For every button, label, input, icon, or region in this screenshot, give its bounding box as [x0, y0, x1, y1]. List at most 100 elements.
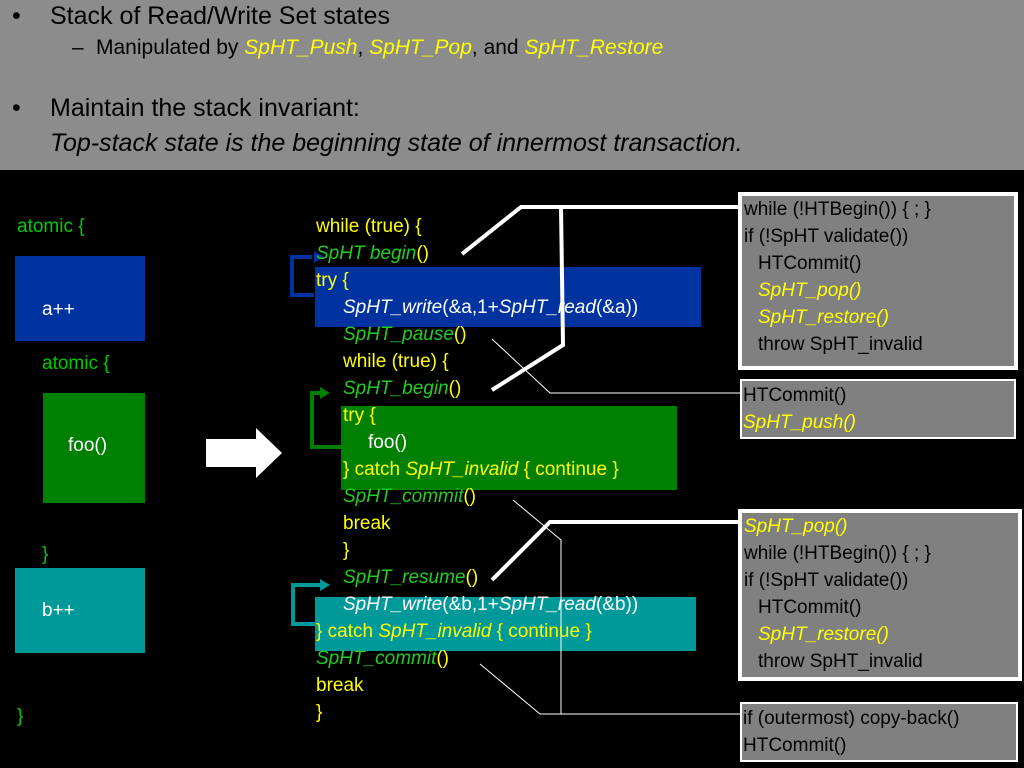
code-l5: SpHT_pause() — [343, 321, 467, 348]
bullet1-text: Stack of Read/Write Set states — [50, 2, 390, 30]
code-while2: while (true) { — [343, 351, 449, 372]
code-l19: } — [316, 699, 322, 726]
box-line: SpHT_restore() — [758, 624, 889, 645]
box-begin: while (!HTBegin()) { ; } if (!SpHT valid… — [738, 192, 1018, 370]
code-close-outer: } — [316, 702, 323, 723]
code-foo: foo() — [368, 432, 408, 453]
code-l10: } catch SpHT_invalid { continue } — [343, 456, 619, 483]
code-break-outer: break — [316, 675, 364, 696]
highlight-blue — [315, 267, 701, 327]
code-invalid-outer: SpHT_invalid — [378, 621, 492, 642]
code-catch: } catch — [343, 459, 406, 480]
code-continue-outer: { continue } — [491, 621, 592, 642]
code-parens: () — [416, 243, 429, 264]
atomic-inner: atomic { — [42, 353, 110, 374]
bullet-glyph-2: • — [12, 94, 21, 122]
foo-call: foo() — [68, 435, 108, 456]
b-inc: b++ — [42, 600, 75, 621]
code-args2: (&a)) — [595, 297, 639, 318]
code-l6: while (true) { — [343, 348, 449, 375]
code-commit: SpHT_commit — [343, 486, 464, 507]
sub-comma: , — [357, 36, 370, 59]
box-line: while (!HTBegin()) { ; } — [744, 543, 931, 564]
code-read: SpHT_read — [498, 297, 596, 318]
sub-pop: SpHT_Pop — [369, 36, 472, 59]
box-line: if (!SpHT validate()) — [744, 570, 909, 591]
box-line: if (outermost) copy-back() — [743, 708, 960, 729]
code-l9: foo() — [368, 429, 407, 456]
code-parens: () — [448, 378, 462, 399]
box-line: HTCommit() — [743, 735, 847, 756]
code-args: (&a,1+ — [442, 297, 499, 318]
box-commit: if (outermost) copy-back() HTCommit() — [740, 702, 1018, 762]
code-try: try { — [316, 270, 349, 291]
dash-glyph: – — [72, 36, 84, 59]
code-parens: () — [436, 648, 450, 669]
block-a — [15, 256, 145, 341]
code-invalid: SpHT_invalid — [405, 459, 519, 480]
code-l11: SpHT_commit() — [343, 483, 476, 510]
sub-restore: SpHT_Restore — [524, 36, 664, 59]
code-l18: break — [316, 672, 364, 699]
code-l8: try { — [343, 402, 376, 429]
sub-prefix: Manipulated by — [96, 36, 245, 59]
code-write: SpHT_write — [343, 297, 443, 318]
header-banner: • Stack of Read/Write Set states – Manip… — [0, 0, 1024, 170]
code-parens: () — [453, 324, 467, 345]
box-line: throw SpHT_invalid — [758, 334, 923, 355]
code-l15: SpHT_write(&b,1+SpHT_read(&b)) — [343, 591, 638, 618]
code-commit-outer: SpHT_commit — [316, 648, 437, 669]
highlight-green — [341, 406, 677, 490]
code-close: } — [343, 540, 350, 561]
box-line: SpHT_pop() — [744, 516, 848, 537]
code-args-b: (&b,1+ — [442, 594, 499, 615]
box-line: SpHT_pop() — [758, 280, 862, 301]
box-line: throw SpHT_invalid — [758, 651, 923, 672]
code-begin2: SpHT_begin — [343, 378, 449, 399]
box-line: SpHT_push() — [743, 412, 856, 433]
box-line: SpHT_restore() — [758, 307, 889, 328]
box-line: HTCommit() — [758, 253, 862, 274]
code-sphtbegin: SpHT begin — [316, 243, 417, 264]
code-l17: SpHT_commit() — [316, 645, 449, 672]
bullet2-italic: Top-stack state is the beginning state o… — [50, 129, 743, 157]
code-l12: break — [343, 510, 391, 537]
box-resume: SpHT_pop() while (!HTBegin()) { ; } if (… — [738, 509, 1022, 681]
sub-push: SpHT_Push — [244, 36, 358, 59]
code-l7: SpHT_begin() — [343, 375, 461, 402]
block-b — [15, 568, 145, 653]
code-break: break — [343, 513, 391, 534]
bullet-glyph: • — [12, 2, 21, 30]
outer-close: } — [17, 706, 24, 727]
code-l3: try { — [316, 267, 349, 294]
bullet1-subline: Manipulated by SpHT_Push, SpHT_Pop, and … — [96, 36, 663, 60]
box-line: if (!SpHT validate()) — [744, 226, 909, 247]
highlight-teal — [315, 597, 696, 651]
code-l14: SpHT_resume() — [343, 564, 478, 591]
code-continue: { continue } — [518, 459, 619, 480]
code-l4: SpHT_write(&a,1+SpHT_read(&a)) — [343, 294, 638, 321]
box-pause: HTCommit() SpHT_push() — [740, 379, 1016, 439]
code-l16: } catch SpHT_invalid { continue } — [316, 618, 592, 645]
bullet2-text: Maintain the stack invariant: — [50, 94, 360, 122]
code-while: while (true) { — [316, 216, 422, 237]
code-read-b: SpHT_read — [498, 594, 596, 615]
code-resume: SpHT_resume — [343, 567, 466, 588]
code-parens: () — [463, 486, 477, 507]
box-line: HTCommit() — [743, 385, 847, 406]
code-l13: } — [343, 537, 349, 564]
code-catch-outer: } catch — [316, 621, 379, 642]
box-line: HTCommit() — [758, 597, 862, 618]
inner-close: } — [42, 544, 49, 565]
code-write-b: SpHT_write — [343, 594, 443, 615]
code-pause: SpHT_pause — [343, 324, 454, 345]
atomic-outer: atomic { — [17, 216, 85, 237]
a-inc: a++ — [42, 299, 75, 320]
sub-and: , and — [471, 36, 525, 59]
transform-arrow-icon — [206, 428, 282, 478]
block-foo — [43, 393, 145, 503]
code-l1: while (true) { — [316, 213, 422, 240]
code-l2: SpHT begin() — [316, 240, 429, 267]
code-try2: try { — [343, 405, 376, 426]
